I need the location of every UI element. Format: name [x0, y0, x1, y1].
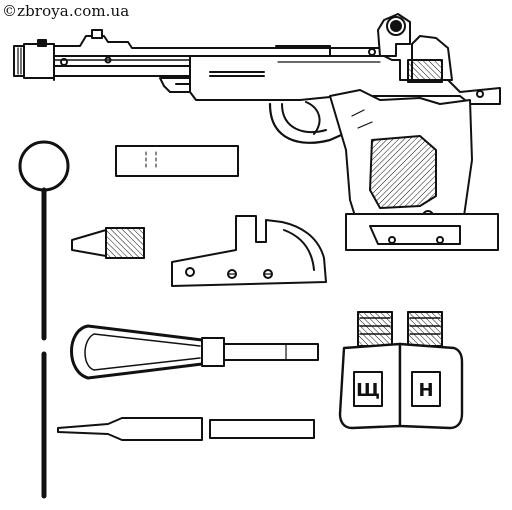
- target-pistol-illustration: [13, 13, 501, 251]
- bottle-label-left: Щ: [356, 380, 380, 401]
- bottle-label-right: Н: [418, 380, 433, 401]
- cleaning-rod-loop-icon: [18, 140, 70, 499]
- barrel-weight-icon: [171, 215, 327, 287]
- magazine-bar-icon: [115, 145, 239, 177]
- screwdriver-icon: [70, 324, 319, 380]
- rod-segment-icon: [209, 419, 315, 439]
- oil-bottles-icon: [338, 311, 464, 430]
- watermark-text: ©zbroya.com.ua: [2, 2, 130, 20]
- bullet-icon: [71, 227, 145, 259]
- punch-tool-icon: [57, 417, 203, 441]
